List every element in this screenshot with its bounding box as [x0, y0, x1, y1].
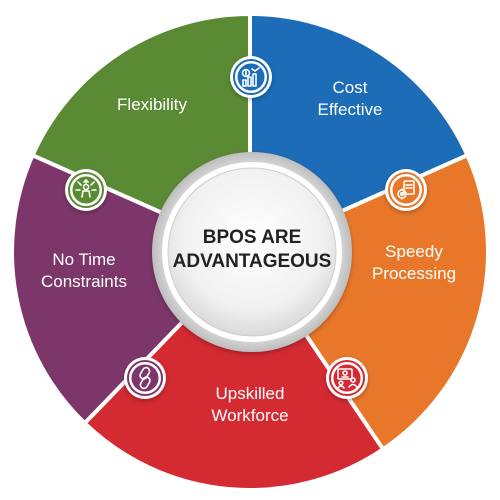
segment-label-line: Speedy [385, 242, 443, 261]
person-arrows-icon [65, 169, 107, 211]
chain-link-icon [124, 357, 166, 399]
workforce-screen-icon [326, 357, 368, 399]
center-title-line2: ADVANTAGEOUS [173, 251, 332, 272]
segment-no-time-constraints [10, 152, 254, 427]
segment-label-line: Constraints [41, 272, 127, 291]
segment-label-line: Cost [333, 78, 368, 97]
gears-document-icon [385, 169, 427, 211]
segment-label-flexibility: Flexibility [117, 95, 187, 114]
segment-upskilled-workforce [81, 248, 386, 492]
center-badge: BPOS ARE ADVANTAGEOUS [152, 152, 352, 352]
center-title-line1: BPOS ARE [203, 227, 302, 248]
segment-label-line: Upskilled [216, 384, 285, 403]
icons-layer [65, 56, 427, 399]
segment-label-line: Workforce [211, 406, 288, 425]
segment-label-line: No Time [52, 250, 115, 269]
segment-label-line: Flexibility [117, 95, 187, 114]
segment-label-line: Effective [318, 100, 383, 119]
segment-label-line: Processing [372, 264, 456, 283]
money-chart-icon [230, 56, 272, 98]
center-disc [167, 167, 337, 337]
